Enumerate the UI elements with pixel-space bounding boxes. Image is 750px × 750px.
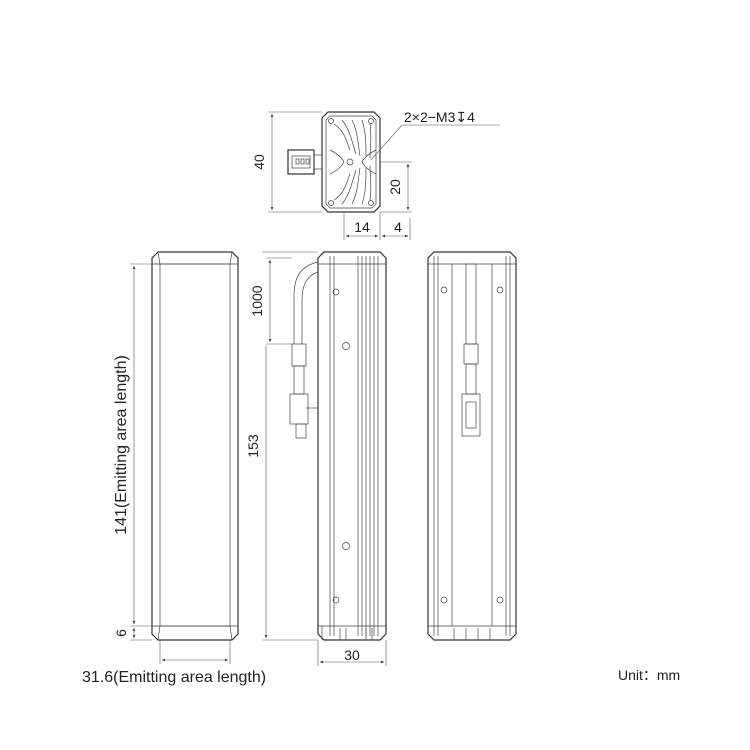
dim-edge-6: 6: [113, 629, 129, 637]
label-unit: Unit：mm: [618, 667, 680, 683]
front-view: [130, 251, 239, 664]
rear-view: [427, 251, 517, 641]
dim-width-4: 4: [394, 219, 402, 235]
dim-thread-spec: 2×2−M3↧4: [404, 109, 475, 125]
dim-cable-length: 1000: [249, 285, 265, 316]
dim-total-length: 153: [245, 434, 261, 458]
label-emitting-width: 31.6(Emitting area length): [82, 669, 266, 686]
dim-height-top: 40: [251, 154, 267, 170]
side-view: [262, 251, 387, 666]
dim-width-14: 14: [354, 219, 370, 235]
dim-width-30: 30: [344, 647, 360, 663]
dim-offset-20: 20: [387, 179, 403, 195]
dim-emitting-length: 141(Emitting area length): [113, 355, 130, 535]
top-view: [268, 111, 500, 240]
